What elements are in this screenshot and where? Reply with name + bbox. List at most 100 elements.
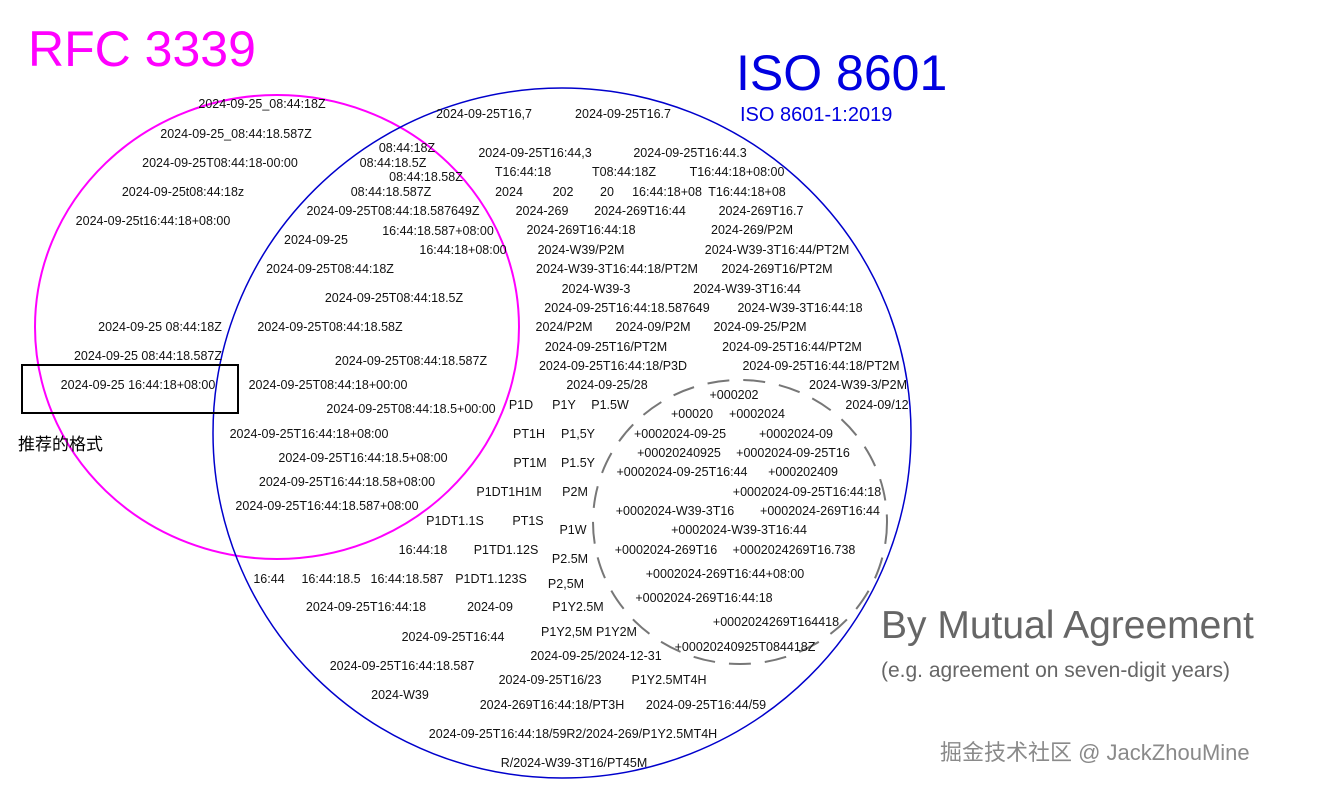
mutual-format-label: +00020 (670, 406, 714, 421)
rfc-only-format-label: 2024-09-25t08:44:18z (121, 184, 245, 199)
mutual-agreement-title: By Mutual Agreement (881, 604, 1254, 647)
rfc-only-format-label: 2024-09-25 08:44:18Z (98, 319, 222, 334)
iso-only-format-label: P2M (562, 484, 588, 499)
mutual-format-label: +0002024269T16.738 (732, 542, 856, 557)
iso-only-format-label: 2024-W39-3T16:44 (693, 281, 801, 296)
mutual-format-label: +00020240925T084418Z (674, 639, 816, 654)
mutual-format-label: +0002024-269T16:44 (760, 503, 880, 518)
iso-only-format-label: P1Y2,5M P1Y2M (541, 624, 637, 639)
iso-only-format-label: 2024-09-25T16:44 (401, 629, 505, 644)
mutual-format-label: +0002024 (729, 406, 785, 421)
iso-only-format-label: 2024-09-25T16:44:18 (305, 599, 427, 614)
iso-only-format-label: P1Y2.5MT4H (631, 672, 707, 687)
iso-only-format-label: 2024-W39 (371, 687, 429, 702)
iso-only-format-label: T16:44:18 (494, 164, 552, 179)
iso-only-format-label: 2024-09-25T16:44:18/PT2M (742, 358, 900, 373)
iso-only-format-label: 2024-09/P2M (615, 319, 691, 334)
iso-only-format-label: 16:44 (253, 571, 285, 586)
both-format-label: 2024-09-25T16:44:18+08:00 (229, 426, 389, 441)
mutual-format-label: +0002024-09-25T16:44:18 (732, 484, 882, 499)
rfc3339-circle (34, 94, 520, 560)
iso8601-title: ISO 8601 (736, 45, 948, 101)
rfc-only-format-label: 2024-09-25t16:44:18+08:00 (75, 213, 231, 228)
both-format-label: 2024-09-25T08:44:18.5Z (324, 290, 464, 305)
mutual-agreement-circle (592, 379, 888, 665)
mutual-format-label: +0002024-269T16 (614, 542, 718, 557)
iso-only-format-label: P1DT1.123S (455, 571, 527, 586)
iso-only-format-label: 2024-W39-3T16:44/PT2M (704, 242, 850, 257)
both-format-label: 2024-09-25T08:44:18+00:00 (248, 377, 408, 392)
both-format-label: 08:44:18.58Z (389, 169, 463, 184)
both-format-label: 08:44:18.587Z (350, 184, 432, 199)
both-format-label: 2024-09-25 (284, 232, 348, 247)
mutual-format-label: +0002024-09-25T16:44 (616, 464, 748, 479)
iso-only-format-label: P2.5M (551, 551, 589, 566)
iso-only-format-label: PT1H (513, 426, 545, 441)
iso-only-format-label: 2024-W39/P2M (537, 242, 625, 257)
iso-only-format-label: 2024-W39-3/P2M (809, 377, 907, 392)
iso-only-format-label: 2024-W39-3T16:44:18 (737, 300, 863, 315)
iso-only-format-label: P1DT1.1S (426, 513, 484, 528)
iso-only-format-label: P1Y2.5M (552, 599, 604, 614)
iso-only-format-label: 2024/P2M (535, 319, 593, 334)
mutual-format-label: +00020240925 (637, 445, 721, 460)
iso-only-format-label: 2024-09-25T16:44:18/P3D (538, 358, 688, 373)
both-format-label: 2024-09-25T16:44:18.58+08:00 (258, 474, 436, 489)
mutual-format-label: +0002024-09-25T16 (736, 445, 850, 460)
iso-only-format-label: 2024-09-25/28 (566, 377, 648, 392)
iso-only-format-label: T16:44:18+08 (708, 184, 786, 199)
iso-only-format-label: 16:44:18 (398, 542, 448, 557)
iso-only-format-label: 2024-09-25T16:44:18.587 (329, 658, 475, 673)
iso-only-format-label: P1.5Y (560, 455, 596, 470)
iso-only-format-label: 2024-269T16:44:18 (526, 222, 636, 237)
mutual-format-label: +0002024-269T16:44+08:00 (645, 566, 805, 581)
iso-only-format-label: 2024-09-25T16:44:18/59R2/2024-269/P1Y2.5… (428, 726, 718, 741)
mutual-format-label: +0002024-09-25 (633, 426, 727, 441)
iso-only-format-label: 2024-269/P2M (710, 222, 794, 237)
iso-only-format-label: 16:44:18.587 (370, 571, 444, 586)
both-format-label: 2024-09-25T08:44:18.587Z (334, 353, 488, 368)
iso-only-format-label: P1TD1.12S (473, 542, 539, 557)
mutual-format-label: +0002024269T164418 (712, 614, 840, 629)
mutual-format-label: +000202409 (768, 464, 838, 479)
iso-only-format-label: 2024-09-25T16:44:18.587649 (544, 300, 710, 315)
iso-only-format-label: 2024-09-25/2024-12-31 (530, 648, 662, 663)
iso-only-format-label: T16:44:18+08:00 (689, 164, 785, 179)
iso8601-subtitle: ISO 8601-1:2019 (740, 104, 893, 126)
both-format-label: 16:44:18.587+08:00 (382, 223, 494, 238)
iso-only-format-label: 2024-09 (467, 599, 513, 614)
both-format-label: 2024-09-25T08:44:18.58Z (257, 319, 403, 334)
iso-only-format-label: P1,5Y (560, 426, 596, 441)
rfc-only-format-label: 2024-09-25T08:44:18-00:00 (142, 155, 298, 170)
recommended-format-label: 推荐的格式 (18, 435, 103, 454)
iso-only-format-label: 2024-W39-3T16:44:18/PT2M (536, 261, 698, 276)
both-format-label: 08:44:18Z (378, 140, 436, 155)
iso-only-format-label: P1D (508, 397, 534, 412)
recommended-format-box (21, 364, 239, 414)
iso-only-format-label: PT1S (512, 513, 544, 528)
rfc3339-title: RFC 3339 (28, 21, 256, 77)
both-format-label: 2024-09-25T08:44:18Z (266, 261, 394, 276)
iso-only-format-label: P1DT1H1M (476, 484, 542, 499)
iso8601-circle (212, 87, 912, 779)
mutual-format-label: +000202 (709, 387, 759, 402)
iso-only-format-label: T08:44:18Z (592, 164, 656, 179)
iso-only-format-label: 2024-09-25T16/23 (498, 672, 602, 687)
iso-only-format-label: 2024-09-25T16,7 (436, 106, 532, 121)
iso-only-format-label: 2024-09-25T16:44/PT2M (722, 339, 862, 354)
iso-only-format-label: PT1M (513, 455, 547, 470)
iso-only-format-label: 2024-09/12 (845, 397, 909, 412)
mutual-agreement-subtitle: (e.g. agreement on seven-digit years) (881, 659, 1231, 682)
both-format-label: 2024-09-25T08:44:18.5+00:00 (326, 401, 496, 416)
iso-only-format-label: 2024-269T16.7 (718, 203, 804, 218)
rfc-only-format-label: 2024-09-25_08:44:18Z (198, 96, 326, 111)
iso-only-format-label: 2024-09-25T16:44,3 (478, 145, 592, 160)
iso-only-format-label: 2024-09-25T16/PT2M (544, 339, 668, 354)
iso-only-format-label: 2024-09-25T16:44.3 (633, 145, 747, 160)
iso-only-format-label: 2024-269T16:44:18/PT3H (479, 697, 625, 712)
iso-only-format-label: 2024-269T16:44 (594, 203, 686, 218)
mutual-format-label: +0002024-W39-3T16:44 (671, 522, 807, 537)
watermark: 掘金技术社区 @ JackZhouMine (940, 740, 1250, 765)
iso-only-format-label: 2024-09-25T16.7 (575, 106, 671, 121)
